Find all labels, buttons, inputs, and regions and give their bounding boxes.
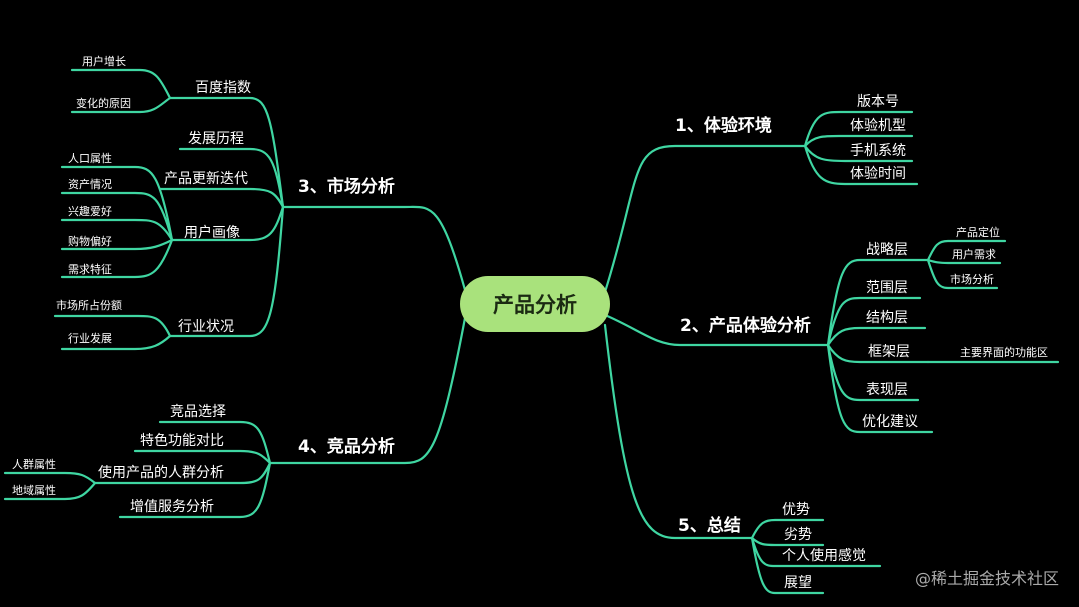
node-history[interactable]: 发展历程: [188, 131, 244, 147]
node-value-added[interactable]: 增值服务分析: [130, 499, 214, 515]
node-scope-layer[interactable]: 范围层: [866, 280, 908, 296]
node-skeleton-layer[interactable]: 框架层: [868, 344, 910, 360]
node-outlook[interactable]: 展望: [784, 575, 812, 591]
node-version[interactable]: 版本号: [857, 94, 899, 110]
node-main-ui-area[interactable]: 主要界面的功能区: [960, 346, 1048, 359]
node-shopping-pref[interactable]: 购物偏好: [68, 235, 112, 248]
node-assets[interactable]: 资产情况: [68, 178, 112, 191]
node-os[interactable]: 手机系统: [850, 143, 906, 159]
branch-market-analysis[interactable]: 3、市场分析: [298, 177, 395, 197]
node-iteration[interactable]: 产品更新迭代: [164, 171, 248, 187]
node-personal-feeling[interactable]: 个人使用感觉: [782, 548, 866, 564]
node-industry-status[interactable]: 行业状况: [178, 319, 234, 335]
node-feature-compare[interactable]: 特色功能对比: [140, 433, 224, 449]
node-user-portrait[interactable]: 用户画像: [184, 225, 240, 241]
node-structure-layer[interactable]: 结构层: [866, 310, 908, 326]
node-advantage[interactable]: 优势: [782, 502, 810, 518]
node-strategy-layer[interactable]: 战略层: [866, 242, 908, 258]
node-demographics[interactable]: 人口属性: [68, 152, 112, 165]
node-interests[interactable]: 兴趣爱好: [68, 205, 112, 218]
node-market-share[interactable]: 市场所占份额: [56, 299, 122, 312]
branch-summary[interactable]: 5、总结: [678, 516, 741, 536]
node-baidu-index[interactable]: 百度指数: [195, 80, 251, 96]
node-disadvantage[interactable]: 劣势: [784, 527, 812, 543]
node-region-attr[interactable]: 地域属性: [12, 484, 56, 497]
node-market[interactable]: 市场分析: [950, 273, 994, 286]
node-user-growth[interactable]: 用户增长: [82, 55, 126, 68]
node-crowd-analysis[interactable]: 使用产品的人群分析: [98, 465, 224, 481]
node-test-time[interactable]: 体验时间: [850, 166, 906, 182]
node-crowd-attr[interactable]: 人群属性: [12, 458, 56, 471]
watermark: @稀土掘金技术社区: [914, 569, 1059, 588]
node-competitor-select[interactable]: 竞品选择: [170, 404, 226, 420]
branch-competitor-analysis[interactable]: 4、竞品分析: [298, 437, 395, 457]
node-device-model[interactable]: 体验机型: [850, 118, 906, 134]
node-optimization[interactable]: 优化建议: [862, 414, 918, 430]
node-change-reason[interactable]: 变化的原因: [76, 97, 131, 110]
node-positioning[interactable]: 产品定位: [956, 226, 1000, 239]
branch-product-experience[interactable]: 2、产品体验分析: [680, 316, 811, 336]
node-surface-layer[interactable]: 表现层: [866, 382, 908, 398]
branch-experience-environment[interactable]: 1、体验环境: [675, 116, 772, 136]
root-node[interactable]: 产品分析: [460, 276, 610, 332]
node-needs[interactable]: 需求特征: [68, 263, 112, 276]
node-user-needs[interactable]: 用户需求: [952, 248, 996, 261]
node-industry-dev[interactable]: 行业发展: [68, 332, 112, 345]
